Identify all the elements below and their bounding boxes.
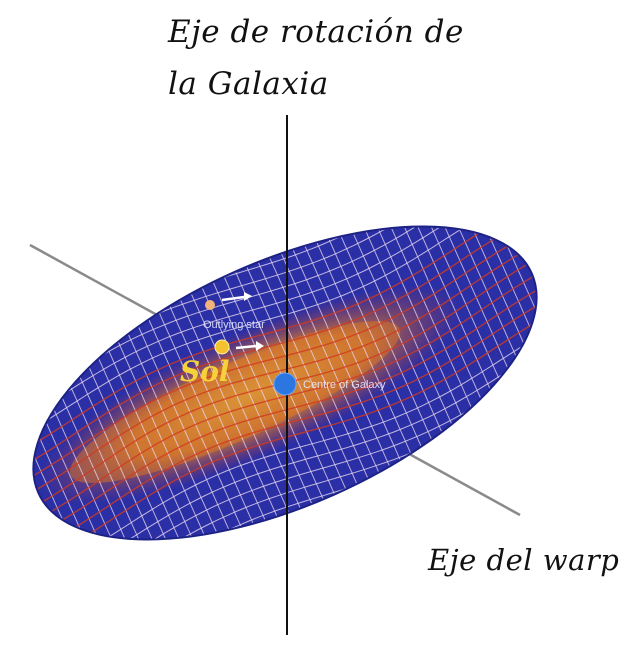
- outlying-star-label: Outlying star: [203, 319, 265, 331]
- mesh-line: [44, 313, 580, 575]
- mesh-line: [0, 191, 526, 453]
- galaxy-center-marker: [273, 372, 297, 396]
- galaxy-center-label: Centre of Galaxy: [303, 379, 386, 391]
- rotation-axis-label-line1: Eje de rotación de: [168, 14, 464, 50]
- mesh-line: [1, 215, 537, 478]
- mesh-line: [39, 300, 575, 563]
- outlying-star-marker: [205, 292, 252, 310]
- mesh-line: [7, 227, 542, 491]
- mesh-line: [0, 203, 531, 466]
- mesh-line: [0, 180, 521, 441]
- rotation-axis-label-line2: la Galaxia: [168, 66, 329, 102]
- mesh-line: [49, 325, 582, 586]
- mesh-line: [23, 263, 558, 528]
- sun-label: Sol: [180, 355, 230, 388]
- warp-axis-label: Eje del warp: [428, 543, 620, 577]
- mesh-line: [12, 238, 547, 503]
- mesh-line: [33, 288, 569, 551]
- sun-marker: [214, 339, 264, 355]
- mesh-line: [28, 275, 563, 539]
